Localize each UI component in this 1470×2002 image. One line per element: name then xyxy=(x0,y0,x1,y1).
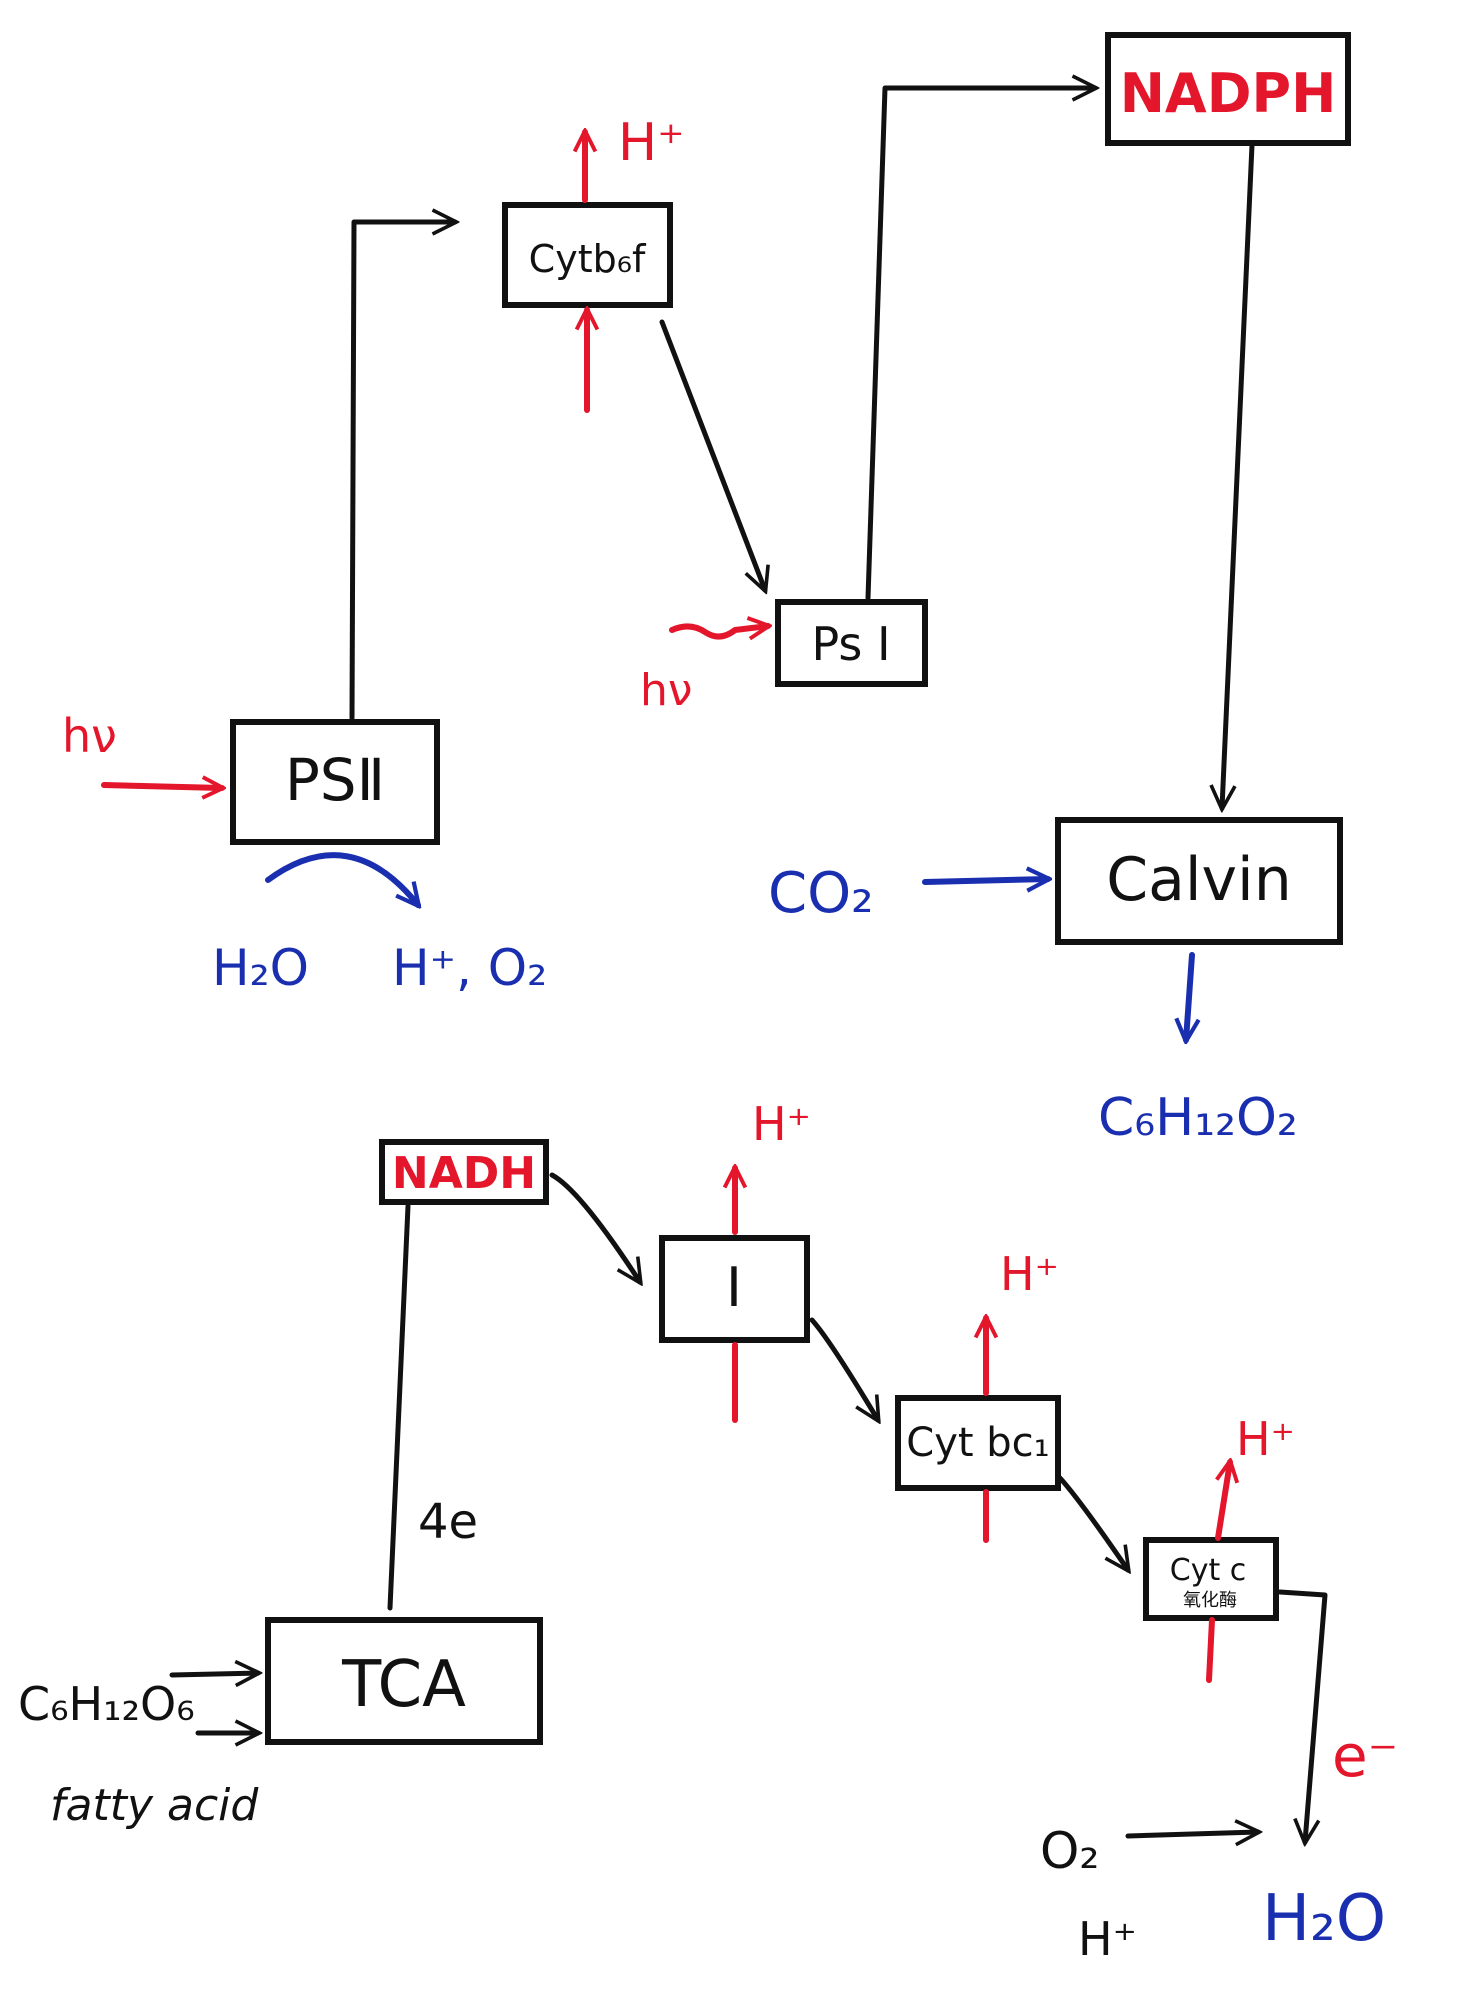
light-psii-arrow xyxy=(101,785,222,788)
cytc-h-plus: H⁺ xyxy=(1236,1412,1295,1466)
nadh-label: NADH xyxy=(392,1148,536,1199)
complex1-to-cytbc1-arrow xyxy=(809,1317,878,1420)
psi-box: Ps I xyxy=(775,599,928,687)
calvin-output-arrow xyxy=(1186,952,1192,1040)
glucose-to-tca-arrow xyxy=(169,1673,258,1675)
electron-label: e⁻ xyxy=(1332,1722,1398,1790)
water-split-arrow xyxy=(265,852,418,905)
cytbc1-box: Cyt bc₁ xyxy=(895,1395,1061,1491)
light-psi-arrow xyxy=(669,626,768,637)
cytc-proton-in xyxy=(1206,1617,1215,1683)
tca-box: TCA xyxy=(265,1617,543,1745)
calvin-label: Calvin xyxy=(1106,845,1292,915)
nadph-box: NADPH xyxy=(1105,32,1351,146)
cytb6f-to-psi-arrow xyxy=(659,319,765,590)
nadph-to-calvin-arrow xyxy=(1222,142,1255,808)
complex1-label: I xyxy=(726,1256,742,1319)
o2-label: O₂ xyxy=(1040,1822,1099,1880)
cytc-proton-out xyxy=(1215,1462,1230,1541)
psi-label: Ps I xyxy=(811,617,890,671)
cytc-sub-label: 氧化酶 xyxy=(1183,1590,1237,1611)
psii-box: PSⅡ xyxy=(230,719,440,845)
light-psii-label: hν xyxy=(62,709,117,763)
four-e-label: 4e xyxy=(418,1494,478,1550)
h-plus-bottom-label: H⁺ xyxy=(1078,1912,1137,1966)
psii-label: PSⅡ xyxy=(285,746,385,814)
glucose-out-label: C₆H₁₂O₂ xyxy=(1098,1088,1298,1148)
water-out-label: H⁺, O₂ xyxy=(392,939,547,997)
water-final-label: H₂O xyxy=(1262,1882,1386,1956)
psii-to-cytb6f-arrow xyxy=(349,222,455,721)
cytc-box: Cyt c 氧化酶 xyxy=(1143,1537,1279,1621)
nadh-to-complex1-arrow xyxy=(549,1172,640,1282)
calvin-box: Calvin xyxy=(1055,817,1343,945)
light-psi-label: hν xyxy=(640,665,692,716)
co2-label: CO₂ xyxy=(768,861,874,926)
cytc-to-water-arrow xyxy=(1277,1589,1328,1842)
tca-label: TCA xyxy=(341,1648,466,1722)
fatty-acid-label: fatty acid xyxy=(50,1780,259,1831)
cytb6f-box: Cytb₆f xyxy=(502,202,673,308)
cytbc1-h-plus: H⁺ xyxy=(1000,1247,1059,1301)
o2-to-water-arrow xyxy=(1125,1832,1258,1836)
cytc-label: Cyt c xyxy=(1170,1553,1247,1588)
cytbc1-to-cytc-arrow xyxy=(1057,1475,1128,1570)
tca-to-nadh-line xyxy=(387,1203,411,1611)
cytb6f-h-plus: H⁺ xyxy=(618,113,685,173)
co2-arrow xyxy=(922,879,1048,882)
cytbc1-label: Cyt bc₁ xyxy=(906,1420,1049,1466)
glucose-in-label: C₆H₁₂O₆ xyxy=(18,1677,195,1731)
complex1-h-plus: H⁺ xyxy=(752,1097,811,1151)
water-in-label: H₂O xyxy=(212,939,309,997)
nadph-label: NADPH xyxy=(1120,62,1337,125)
complex1-box: I xyxy=(659,1235,810,1343)
psi-to-nadph-arrow xyxy=(865,88,1095,601)
nadh-box: NADH xyxy=(379,1139,549,1205)
cytb6f-label: Cytb₆f xyxy=(529,237,647,281)
